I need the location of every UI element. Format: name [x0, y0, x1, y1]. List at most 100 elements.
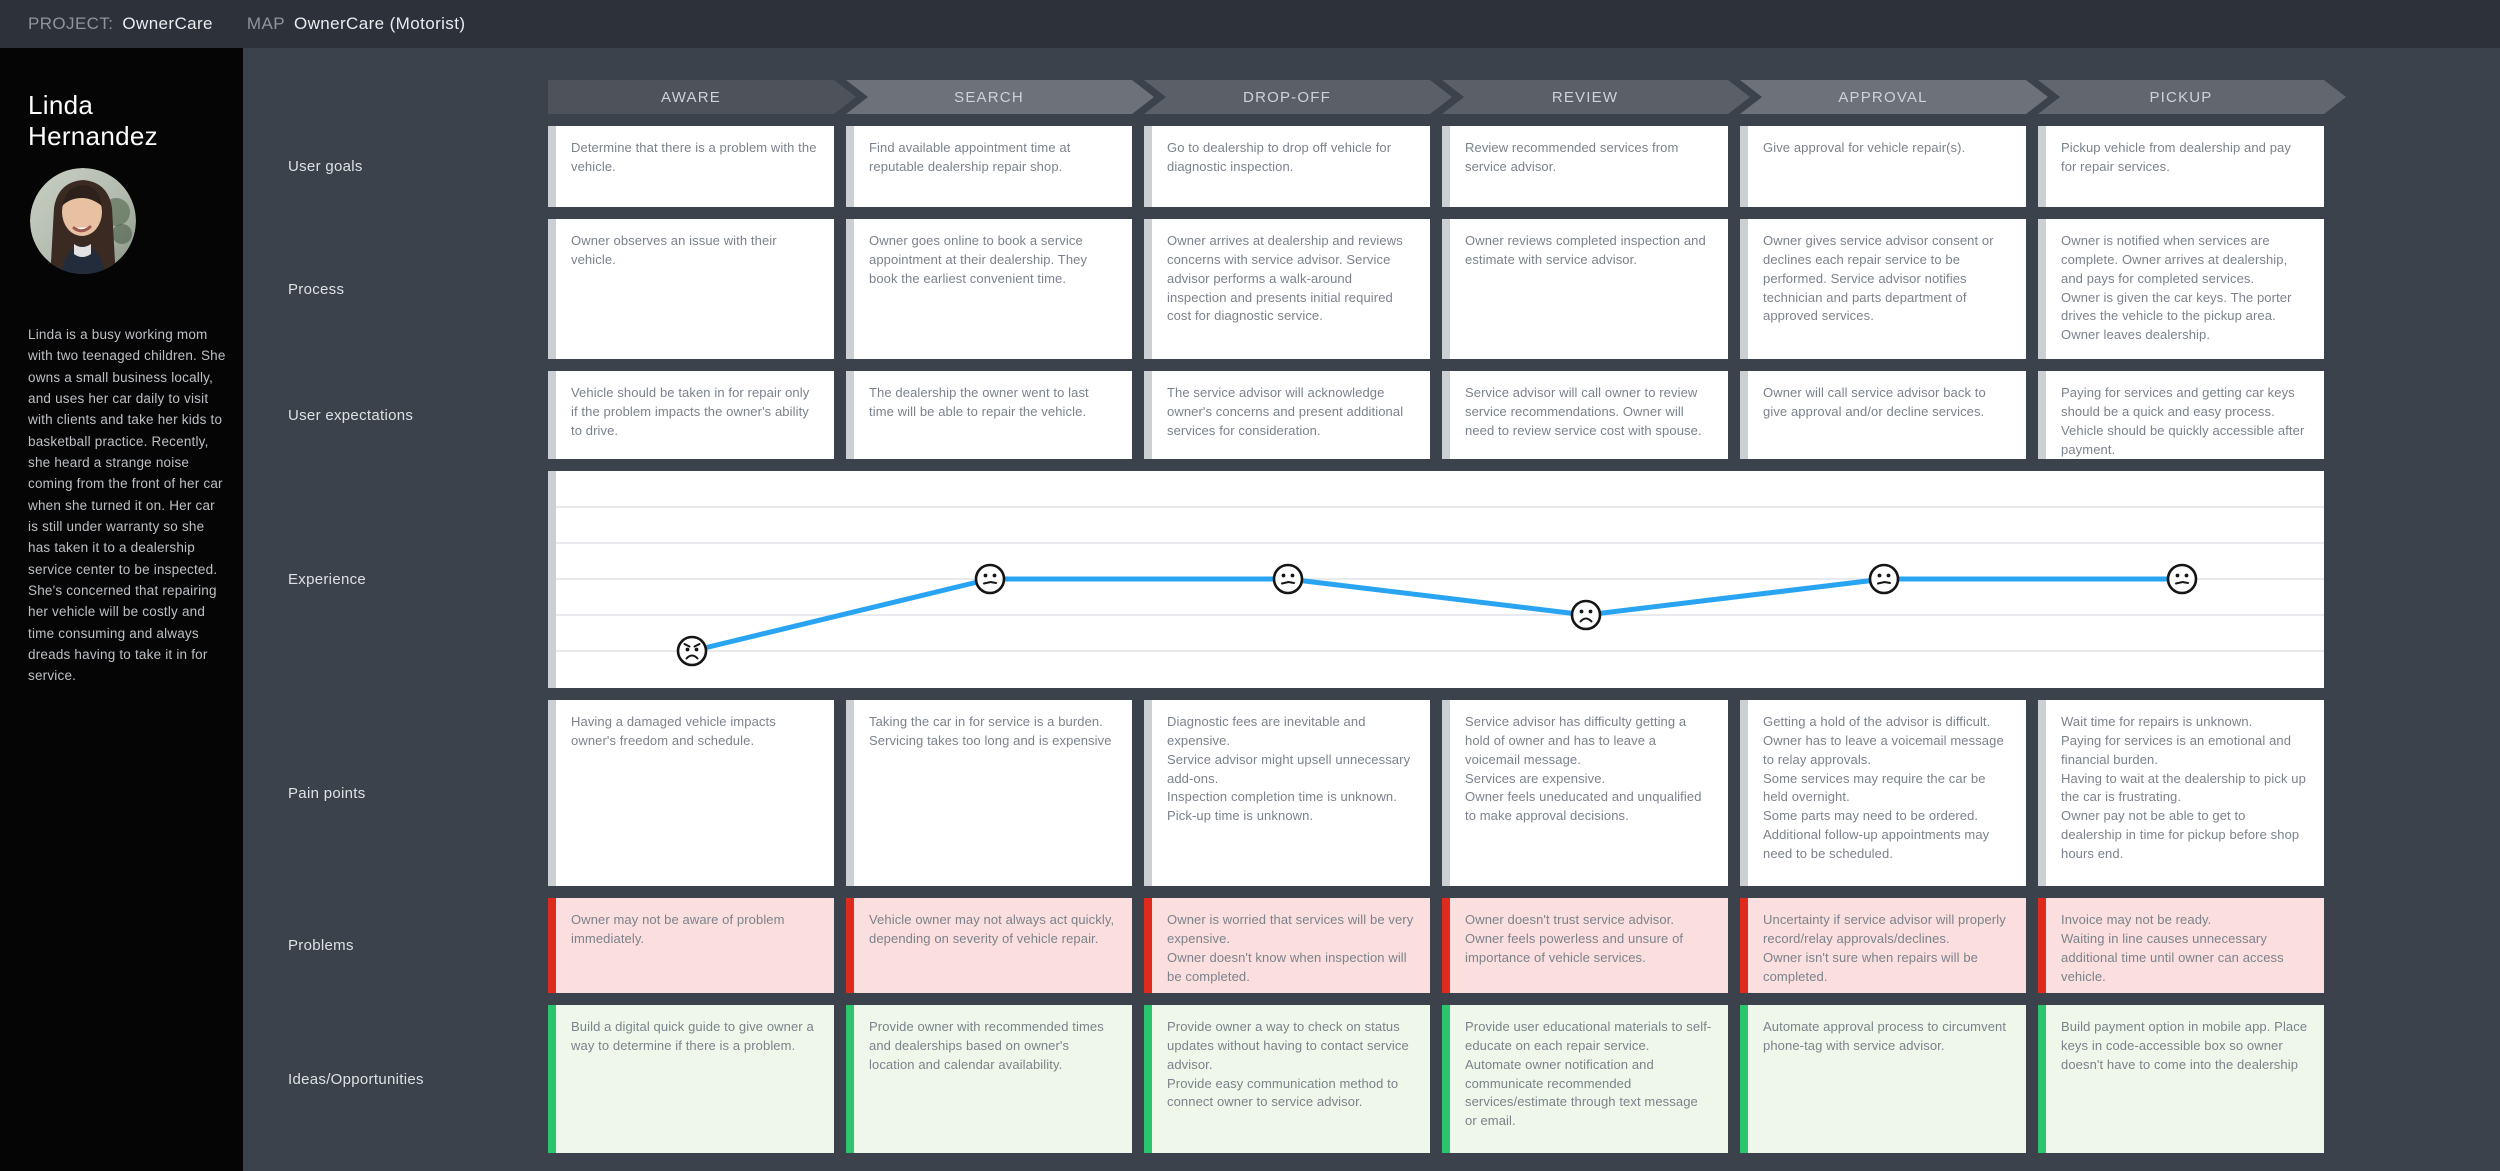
- pain-points-cell-approval[interactable]: Getting a hold of the advisor is difficu…: [1740, 700, 2026, 886]
- experience-graph-panel[interactable]: [548, 471, 2324, 688]
- stage-aware[interactable]: AWARE: [548, 80, 834, 114]
- problems-cell-drop-off[interactable]: Owner is worried that services will be v…: [1144, 898, 1430, 993]
- cell-text: Give approval for vehicle repair(s).: [1763, 140, 1966, 155]
- persona-sidebar: Linda Hernandez Linda is a busy wor: [0, 48, 243, 1171]
- stage-arrow: [1144, 80, 1452, 114]
- cell-text: Find available appointment time at reput…: [869, 140, 1071, 174]
- journey-map-board: AWARE SEARCH DROP-OFF REVIEW APPROVAL PI…: [243, 48, 2500, 1171]
- cell-text: The service advisor will acknowledge own…: [1167, 385, 1404, 438]
- process-cell-search[interactable]: Owner goes online to book a service appo…: [846, 219, 1132, 359]
- persona-photo[interactable]: [30, 168, 136, 274]
- cell-text: Getting a hold of the advisor is difficu…: [1763, 714, 2004, 861]
- cell-text: Taking the car in for service is a burde…: [869, 714, 1112, 748]
- project-breadcrumb[interactable]: PROJECT: OwnerCare: [28, 14, 213, 34]
- cell-text: Review recommended services from service…: [1465, 140, 1679, 174]
- stage-review[interactable]: REVIEW: [1442, 80, 1728, 114]
- stage-label: DROP-OFF: [1243, 88, 1331, 106]
- row-label-experience: Experience: [288, 571, 367, 588]
- map-value: OwnerCare (Motorist): [293, 14, 466, 33]
- row-label-problems: Problems: [288, 937, 354, 954]
- row-label-process: Process: [288, 280, 345, 298]
- pain-points-cell-aware[interactable]: Having a damaged vehicle impacts owner's…: [548, 700, 834, 886]
- cell-text: Owner doesn't trust service advisor. Own…: [1465, 912, 1684, 965]
- ideas-cell-search[interactable]: Provide owner with recommended times and…: [846, 1005, 1132, 1153]
- persona-bio: Linda is a busy working mom with two tee…: [28, 327, 226, 684]
- project-label: PROJECT:: [28, 14, 114, 33]
- cell-text: Wait time for repairs is unknown. Paying…: [2061, 714, 2306, 861]
- process-cell-drop-off[interactable]: Owner arrives at dealership and reviews …: [1144, 219, 1430, 359]
- experience-point-REVIEW[interactable]: [1570, 599, 1602, 631]
- stage-label: AWARE: [661, 88, 721, 106]
- cell-text: Owner goes online to book a service appo…: [869, 233, 1088, 286]
- ideas-cell-aware[interactable]: Build a digital quick guide to give owne…: [548, 1005, 834, 1153]
- stage-search[interactable]: SEARCH: [846, 80, 1132, 114]
- row-label-pain-points: Pain points: [288, 784, 366, 802]
- problems-cell-review[interactable]: Owner doesn't trust service advisor. Own…: [1442, 898, 1728, 993]
- pain-points-cell-pickup[interactable]: Wait time for repairs is unknown. Paying…: [2038, 700, 2324, 886]
- map-label: MAP: [246, 14, 285, 33]
- pain-points-cell-search[interactable]: Taking the car in for service is a burde…: [846, 700, 1132, 886]
- expectations-cell-approval[interactable]: Owner will call service advisor back to …: [1740, 371, 2026, 459]
- user-goals-cell-approval[interactable]: Give approval for vehicle repair(s).: [1740, 126, 2026, 207]
- pain-points-cell-drop-off[interactable]: Diagnostic fees are inevitable and expen…: [1144, 700, 1430, 886]
- user-goals-cell-review[interactable]: Review recommended services from service…: [1442, 126, 1728, 207]
- problems-cell-approval[interactable]: Uncertainty if service advisor will prop…: [1740, 898, 2026, 993]
- experience-point-DROP-OFF[interactable]: [1272, 563, 1304, 595]
- ideas-cell-review[interactable]: Provide user educational materials to se…: [1442, 1005, 1728, 1153]
- stage-arrow: [846, 80, 1154, 114]
- stage-label: SEARCH: [954, 88, 1024, 106]
- user-goals-cell-drop-off[interactable]: Go to dealership to drop off vehicle for…: [1144, 126, 1430, 207]
- top-bar: PROJECT: OwnerCare MAP OwnerCare (Motori…: [0, 0, 2500, 48]
- ideas-cell-drop-off[interactable]: Provide owner a way to check on status u…: [1144, 1005, 1430, 1153]
- cell-text: Owner is worried that services will be v…: [1167, 912, 1414, 984]
- process-cell-review[interactable]: Owner reviews completed inspection and e…: [1442, 219, 1728, 359]
- problems-cell-aware[interactable]: Owner may not be aware of problem immedi…: [548, 898, 834, 993]
- cell-text: Go to dealership to drop off vehicle for…: [1167, 140, 1392, 174]
- stage-label: PICKUP: [2149, 88, 2213, 106]
- row-label-user-expectations: User expectations: [288, 406, 414, 424]
- stage-pickup[interactable]: PICKUP: [2038, 80, 2324, 114]
- cell-text: Build payment option in mobile app. Plac…: [2061, 1019, 2308, 1072]
- experience-point-PICKUP[interactable]: [2166, 563, 2198, 595]
- expectations-cell-pickup[interactable]: Paying for services and getting car keys…: [2038, 371, 2324, 459]
- cell-text: Having a damaged vehicle impacts owner's…: [571, 714, 776, 748]
- stage-drop-off[interactable]: DROP-OFF: [1144, 80, 1430, 114]
- expectations-cell-aware[interactable]: Vehicle should be taken in for repair on…: [548, 371, 834, 459]
- cell-text: Provide owner with recommended times and…: [869, 1019, 1104, 1072]
- stage-label: APPROVAL: [1838, 88, 1928, 106]
- stage-header-spacer: [243, 80, 536, 114]
- process-cell-pickup[interactable]: Owner is notified when services are comp…: [2038, 219, 2324, 359]
- cell-text: Paying for services and getting car keys…: [2061, 385, 2305, 457]
- user-goals-cell-pickup[interactable]: Pickup vehicle from dealership and pay f…: [2038, 126, 2324, 207]
- experience-point-AWARE[interactable]: [676, 635, 708, 667]
- user-goals-cell-search[interactable]: Find available appointment time at reput…: [846, 126, 1132, 207]
- process-cell-aware[interactable]: Owner observes an issue with their vehic…: [548, 219, 834, 359]
- expectations-cell-drop-off[interactable]: The service advisor will acknowledge own…: [1144, 371, 1430, 459]
- expectations-cell-review[interactable]: Service advisor will call owner to revie…: [1442, 371, 1728, 459]
- problems-cell-pickup[interactable]: Invoice may not be ready. Waiting in lin…: [2038, 898, 2324, 993]
- row-label-ideas: Ideas/Opportunities: [288, 1070, 424, 1088]
- process-cell-approval[interactable]: Owner gives service advisor consent or d…: [1740, 219, 2026, 359]
- cell-text: Service advisor will call owner to revie…: [1465, 385, 1702, 438]
- pain-points-cell-review[interactable]: Service advisor has difficulty getting a…: [1442, 700, 1728, 886]
- map-breadcrumb[interactable]: MAP OwnerCare (Motorist): [247, 14, 465, 34]
- ideas-cell-approval[interactable]: Automate approval process to circumvent …: [1740, 1005, 2026, 1153]
- experience-point-APPROVAL[interactable]: [1868, 563, 1900, 595]
- stage-arrow: [2038, 80, 2346, 114]
- cell-text: Owner may not be aware of problem immedi…: [571, 912, 785, 946]
- ideas-cell-pickup[interactable]: Build payment option in mobile app. Plac…: [2038, 1005, 2324, 1153]
- cell-text: Provide user educational materials to se…: [1465, 1019, 1712, 1129]
- user-goals-cell-aware[interactable]: Determine that there is a problem with t…: [548, 126, 834, 207]
- persona-name: Linda Hernandez: [28, 90, 158, 151]
- stage-arrow: [1740, 80, 2048, 114]
- cell-text: Invoice may not be ready. Waiting in lin…: [2061, 912, 2284, 984]
- cell-text: Owner arrives at dealership and reviews …: [1167, 233, 1403, 324]
- cell-text: Service advisor has difficulty getting a…: [1465, 714, 1702, 824]
- stage-approval[interactable]: APPROVAL: [1740, 80, 2026, 114]
- cell-text: Owner observes an issue with their vehic…: [571, 233, 777, 267]
- cell-text: Automate approval process to circumvent …: [1763, 1019, 2007, 1053]
- project-value: OwnerCare: [122, 14, 213, 33]
- problems-cell-search[interactable]: Vehicle owner may not always act quickly…: [846, 898, 1132, 993]
- expectations-cell-search[interactable]: The dealership the owner went to last ti…: [846, 371, 1132, 459]
- experience-point-SEARCH[interactable]: [974, 563, 1006, 595]
